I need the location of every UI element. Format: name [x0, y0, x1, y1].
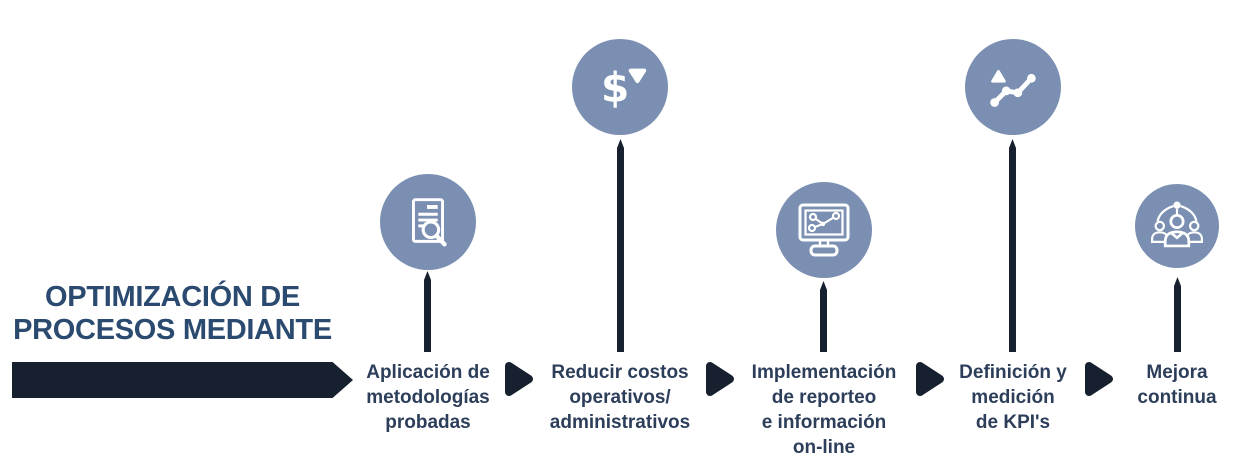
step-2-icon-circle: $ [572, 39, 668, 135]
step-1-connector-line [424, 271, 431, 352]
step-4-connector-line [1009, 139, 1016, 352]
next-step-arrow-icon [1085, 362, 1113, 396]
page-title: OPTIMIZACIÓN DE PROCESOS MEDIANTE [13, 281, 332, 346]
step-2-label: Reducir costos operativos/ administrativ… [549, 362, 691, 433]
next-step-arrow-icon [505, 362, 533, 396]
dollar-decrease-icon: $ [601, 64, 647, 112]
step-2-connector-line [617, 139, 624, 352]
next-step-arrow-icon [916, 362, 944, 396]
step-5-connector-line [1174, 277, 1181, 352]
title-arrow-banner [12, 362, 353, 398]
next-step-arrow-icon [706, 362, 734, 396]
step-4-label: Definición y medición de KPI's [959, 362, 1067, 433]
team-network-icon [1150, 201, 1204, 248]
step-5-label: Mejora continua [1137, 362, 1217, 408]
step-1-label: Aplicación de metodologías probadas [366, 362, 490, 433]
kpi-trend-chart-icon [990, 70, 1036, 107]
step-1-icon-circle [380, 174, 476, 270]
step-3-label: Implementación de reporteo e información… [751, 362, 897, 458]
step-3-icon-circle [776, 182, 872, 278]
svg-text:$: $ [601, 64, 629, 112]
document-search-icon [412, 198, 447, 247]
step-4-icon-circle [965, 39, 1061, 135]
monitor-chart-icon [798, 203, 850, 257]
step-5-icon-circle [1135, 184, 1219, 268]
step-3-connector-line [820, 281, 827, 352]
